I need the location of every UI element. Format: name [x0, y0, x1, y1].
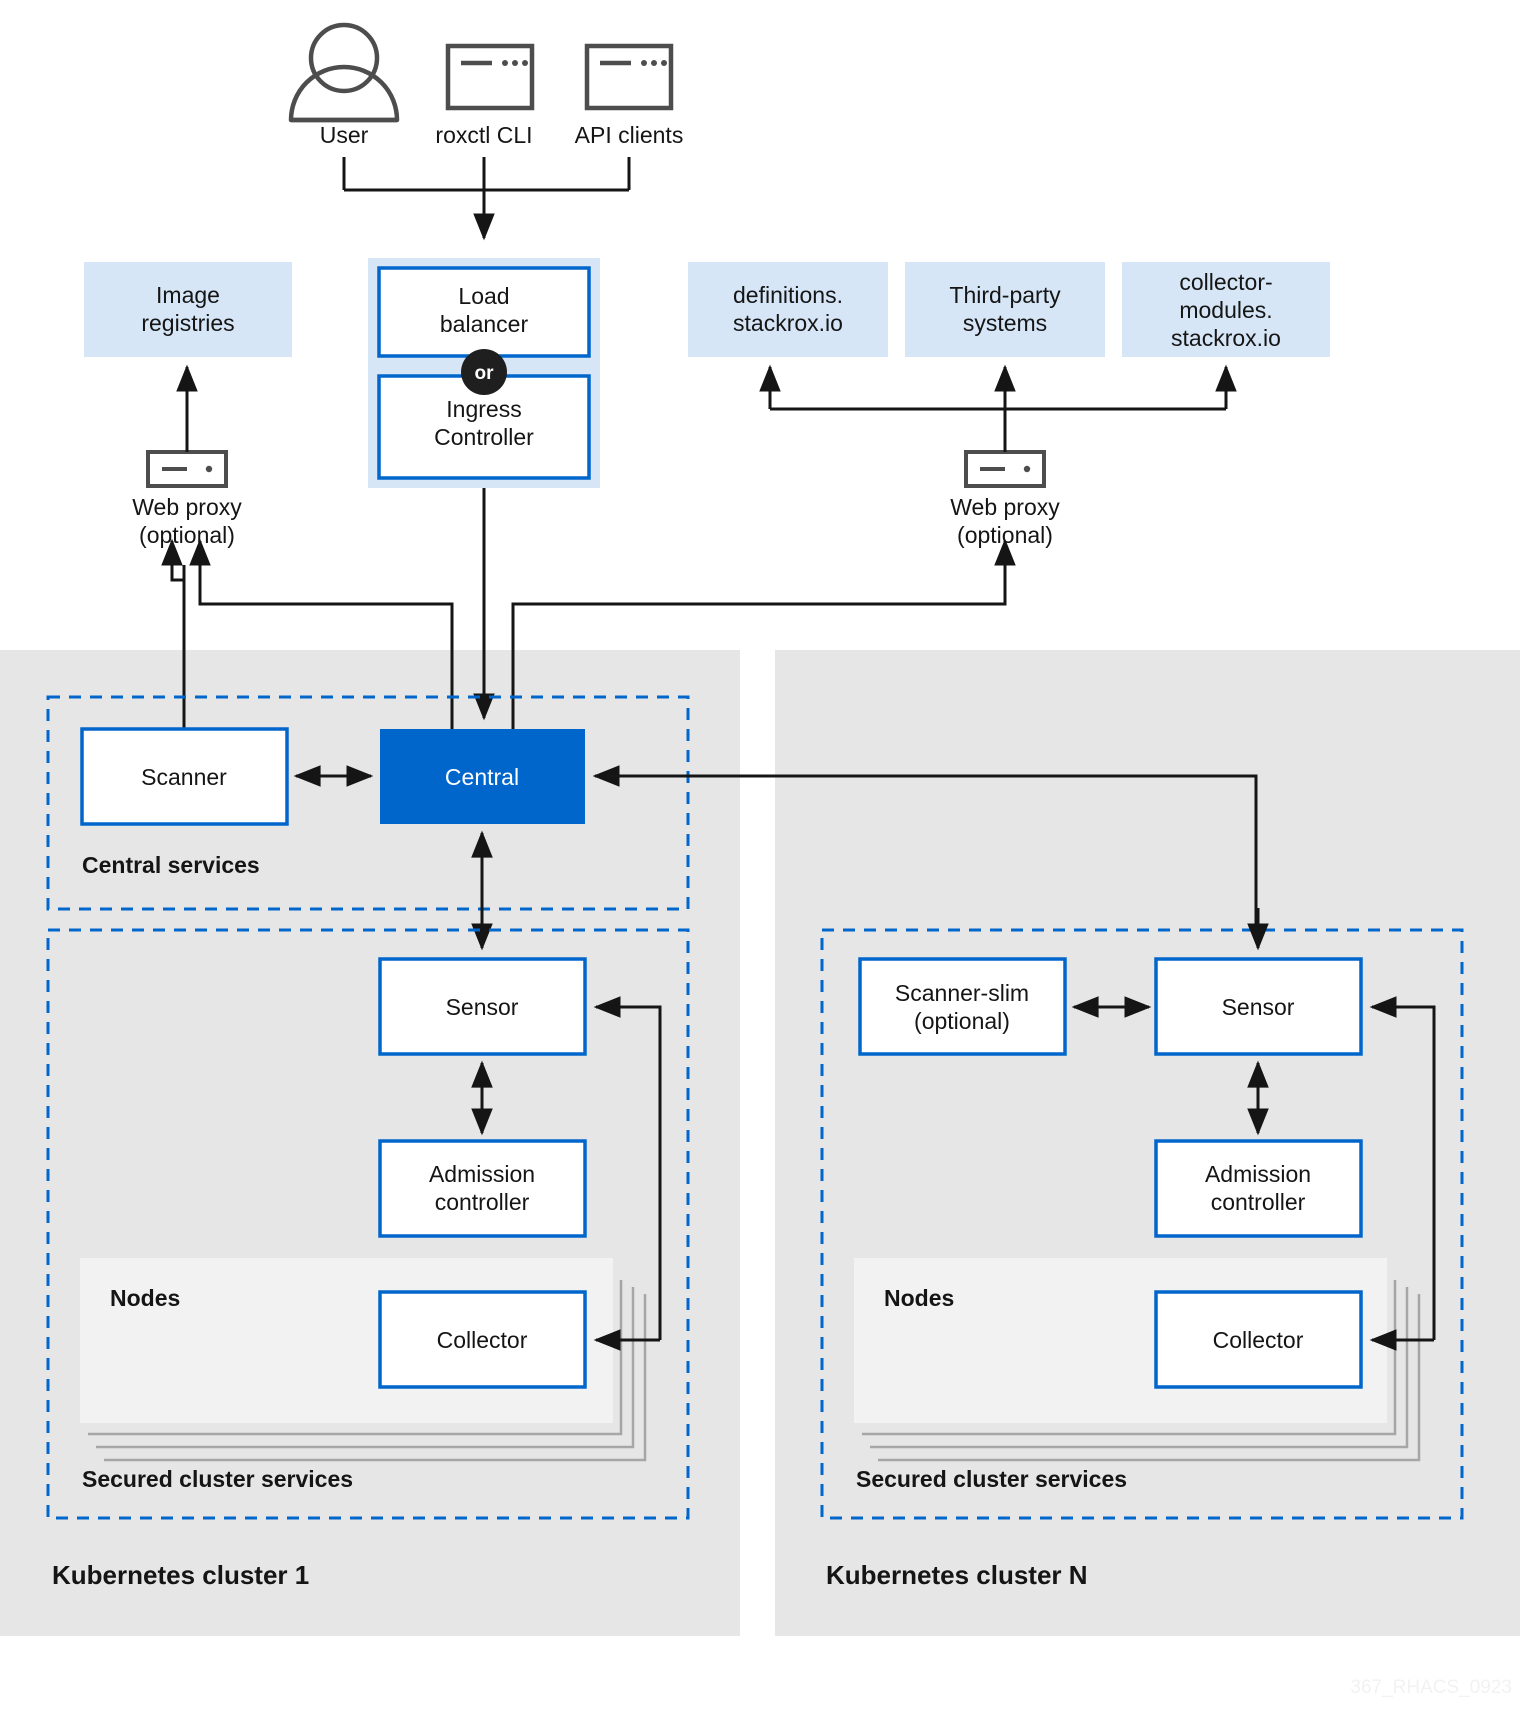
cluster-1-secured-zone-label: Secured cluster services [82, 1466, 353, 1492]
server-appliance-icon-left [146, 450, 228, 488]
cluster-1-collector-label: Collector [437, 1327, 528, 1353]
scanner-box [80, 727, 289, 826]
client-connector-lines [342, 157, 631, 192]
cluster-1-label: Kubernetes cluster 1 [52, 1560, 309, 1590]
cluster-n-nodes-label: Nodes [884, 1285, 954, 1311]
client-label-roxctl: roxctl CLI [435, 122, 532, 148]
or-badge [461, 349, 507, 395]
cluster-n-secured-zone-label: Secured cluster services [856, 1466, 1127, 1492]
collector-modules-label-line1: collector- [1179, 269, 1272, 295]
image-registries-box [84, 262, 292, 357]
cluster-1-secured-zone [46, 928, 690, 1520]
definitions-stackrox-box [688, 262, 888, 357]
cluster-1-admission-label-line2: controller [435, 1189, 530, 1215]
external-feeds-bus [768, 394, 1228, 411]
cluster-n-admission-label-line2: controller [1211, 1189, 1306, 1215]
scanner-label: Scanner [141, 764, 227, 790]
cluster-1-collector-box [378, 1290, 587, 1389]
third-party-label-line2: systems [963, 310, 1047, 336]
central-label: Central [445, 764, 519, 790]
server-appliance-icon-right [964, 450, 1046, 488]
cluster-n-sensor-box [1154, 957, 1363, 1056]
definitions-label-line2: stackrox.io [733, 310, 843, 336]
central-to-right-proxy-route [511, 565, 1007, 735]
cluster-n-secured-zone [820, 928, 1464, 1520]
cluster-1-admission-controller-box [378, 1139, 587, 1238]
central-to-left-proxy-route [198, 565, 454, 735]
client-label-api: API clients [575, 122, 684, 148]
load-balancer-label-line2: balancer [440, 311, 529, 337]
client-label-user: User [320, 122, 369, 148]
cluster-n-collector-box [1154, 1290, 1363, 1389]
sensor-n-to-central-route [605, 774, 1258, 932]
cluster-1-admission-label-line1: Admission [429, 1161, 535, 1187]
cluster-n-scanner-slim-label: Scanner-slim [895, 980, 1029, 1006]
image-registries-label-line1: Image [156, 282, 220, 308]
collector-modules-label-line3: stackrox.io [1171, 325, 1281, 351]
ingress-controller-label-line2: Controller [434, 424, 534, 450]
or-badge-label: or [475, 363, 495, 384]
cluster-1-nodes-label: Nodes [110, 1285, 180, 1311]
central-services-zone [46, 695, 690, 911]
ingress-controller-label-line1: Ingress [446, 396, 521, 422]
collector-modules-label-line2: modules. [1179, 297, 1272, 323]
collector-modules-box [1122, 262, 1330, 357]
terminal-window-icon-api [584, 43, 674, 111]
cluster-1-sensor-box [378, 957, 587, 1056]
central-box [380, 729, 585, 824]
scanner-route-jog [170, 570, 186, 620]
load-balancer-label-line1: Load [458, 283, 509, 309]
image-registries-label-line2: registries [141, 310, 234, 336]
cluster-n-sensor-label: Sensor [1222, 994, 1295, 1020]
web-proxy-left-label: Web proxy [132, 494, 242, 520]
cluster-n-zone-background [775, 650, 1520, 1636]
web-proxy-right-label: Web proxy [950, 494, 1060, 520]
cluster-n-scanner-slim-box [858, 957, 1067, 1056]
cluster-n-label: Kubernetes cluster N [826, 1560, 1088, 1590]
person-icon [288, 22, 400, 123]
cluster-n-scanner-slim-sublabel: (optional) [914, 1008, 1010, 1034]
cluster-1-sensor-label: Sensor [446, 994, 519, 1020]
third-party-label-line1: Third-party [949, 282, 1061, 308]
definitions-label-line1: definitions. [733, 282, 843, 308]
third-party-systems-box [905, 262, 1105, 357]
cluster-n-collector-label: Collector [1213, 1327, 1304, 1353]
load-balancer-box [377, 266, 591, 358]
central-services-zone-label: Central services [82, 852, 260, 878]
web-proxy-left-sublabel: (optional) [139, 522, 235, 548]
cluster-n-admission-controller-box [1154, 1139, 1363, 1238]
terminal-window-icon-roxctl [445, 43, 535, 111]
cluster-n-admission-label-line1: Admission [1205, 1161, 1311, 1187]
watermark-label: 367_RHACS_0923 [1350, 1677, 1512, 1698]
